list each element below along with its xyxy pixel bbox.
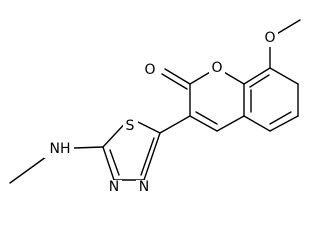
atom-nh-amine: NH [50, 141, 71, 157]
atom-bg-o-carbonyl [141, 63, 159, 79]
atom-o-ring: O [211, 60, 222, 76]
bond-c5-c6-double [269, 111, 292, 125]
atom-o-carbonyl: O [144, 62, 155, 78]
bond-c8-c8a-double [249, 74, 270, 88]
atom-bg-n4 [136, 180, 152, 196]
bond-c3-thiadiazole [159, 115, 191, 134]
bond-c2t-n3-double [109, 149, 120, 176]
bond-c3-c4 [189, 115, 218, 132]
bond-c2-o-carbonyl-a [164, 68, 191, 85]
atom-bg-nh [44, 140, 74, 158]
bond-c5-c6 [269, 115, 299, 132]
bond-c2-o-carbonyl-b [161, 73, 188, 90]
bond-c8-c8a [243, 67, 271, 85]
bond-nh-methyl [9, 153, 51, 184]
atom-o-methoxy: O [264, 30, 275, 46]
bond-c4-c4a [216, 115, 245, 132]
bond-n4-c5t-double [140, 137, 155, 176]
bond-c4a-c5 [243, 115, 271, 132]
atom-bg-o-ring [209, 61, 225, 77]
bond-n4-c5t [143, 132, 161, 181]
bond-c3-c4-double [195, 111, 218, 125]
bond-c2t-n3 [102, 146, 115, 181]
atom-bg-s [123, 117, 138, 135]
bond-c7-c8 [269, 67, 299, 85]
atom-bg-o-methoxy [262, 31, 278, 47]
atom-n-thiadiazole-2: N [139, 179, 149, 195]
bond-c2t-nh [73, 146, 104, 149]
molecule-structure: O O O S N N NH [9, 19, 301, 196]
atom-bg-n3 [106, 180, 122, 196]
atom-n-thiadiazole-1: N [109, 179, 119, 195]
atom-s-thiadiazole: S [126, 118, 135, 134]
